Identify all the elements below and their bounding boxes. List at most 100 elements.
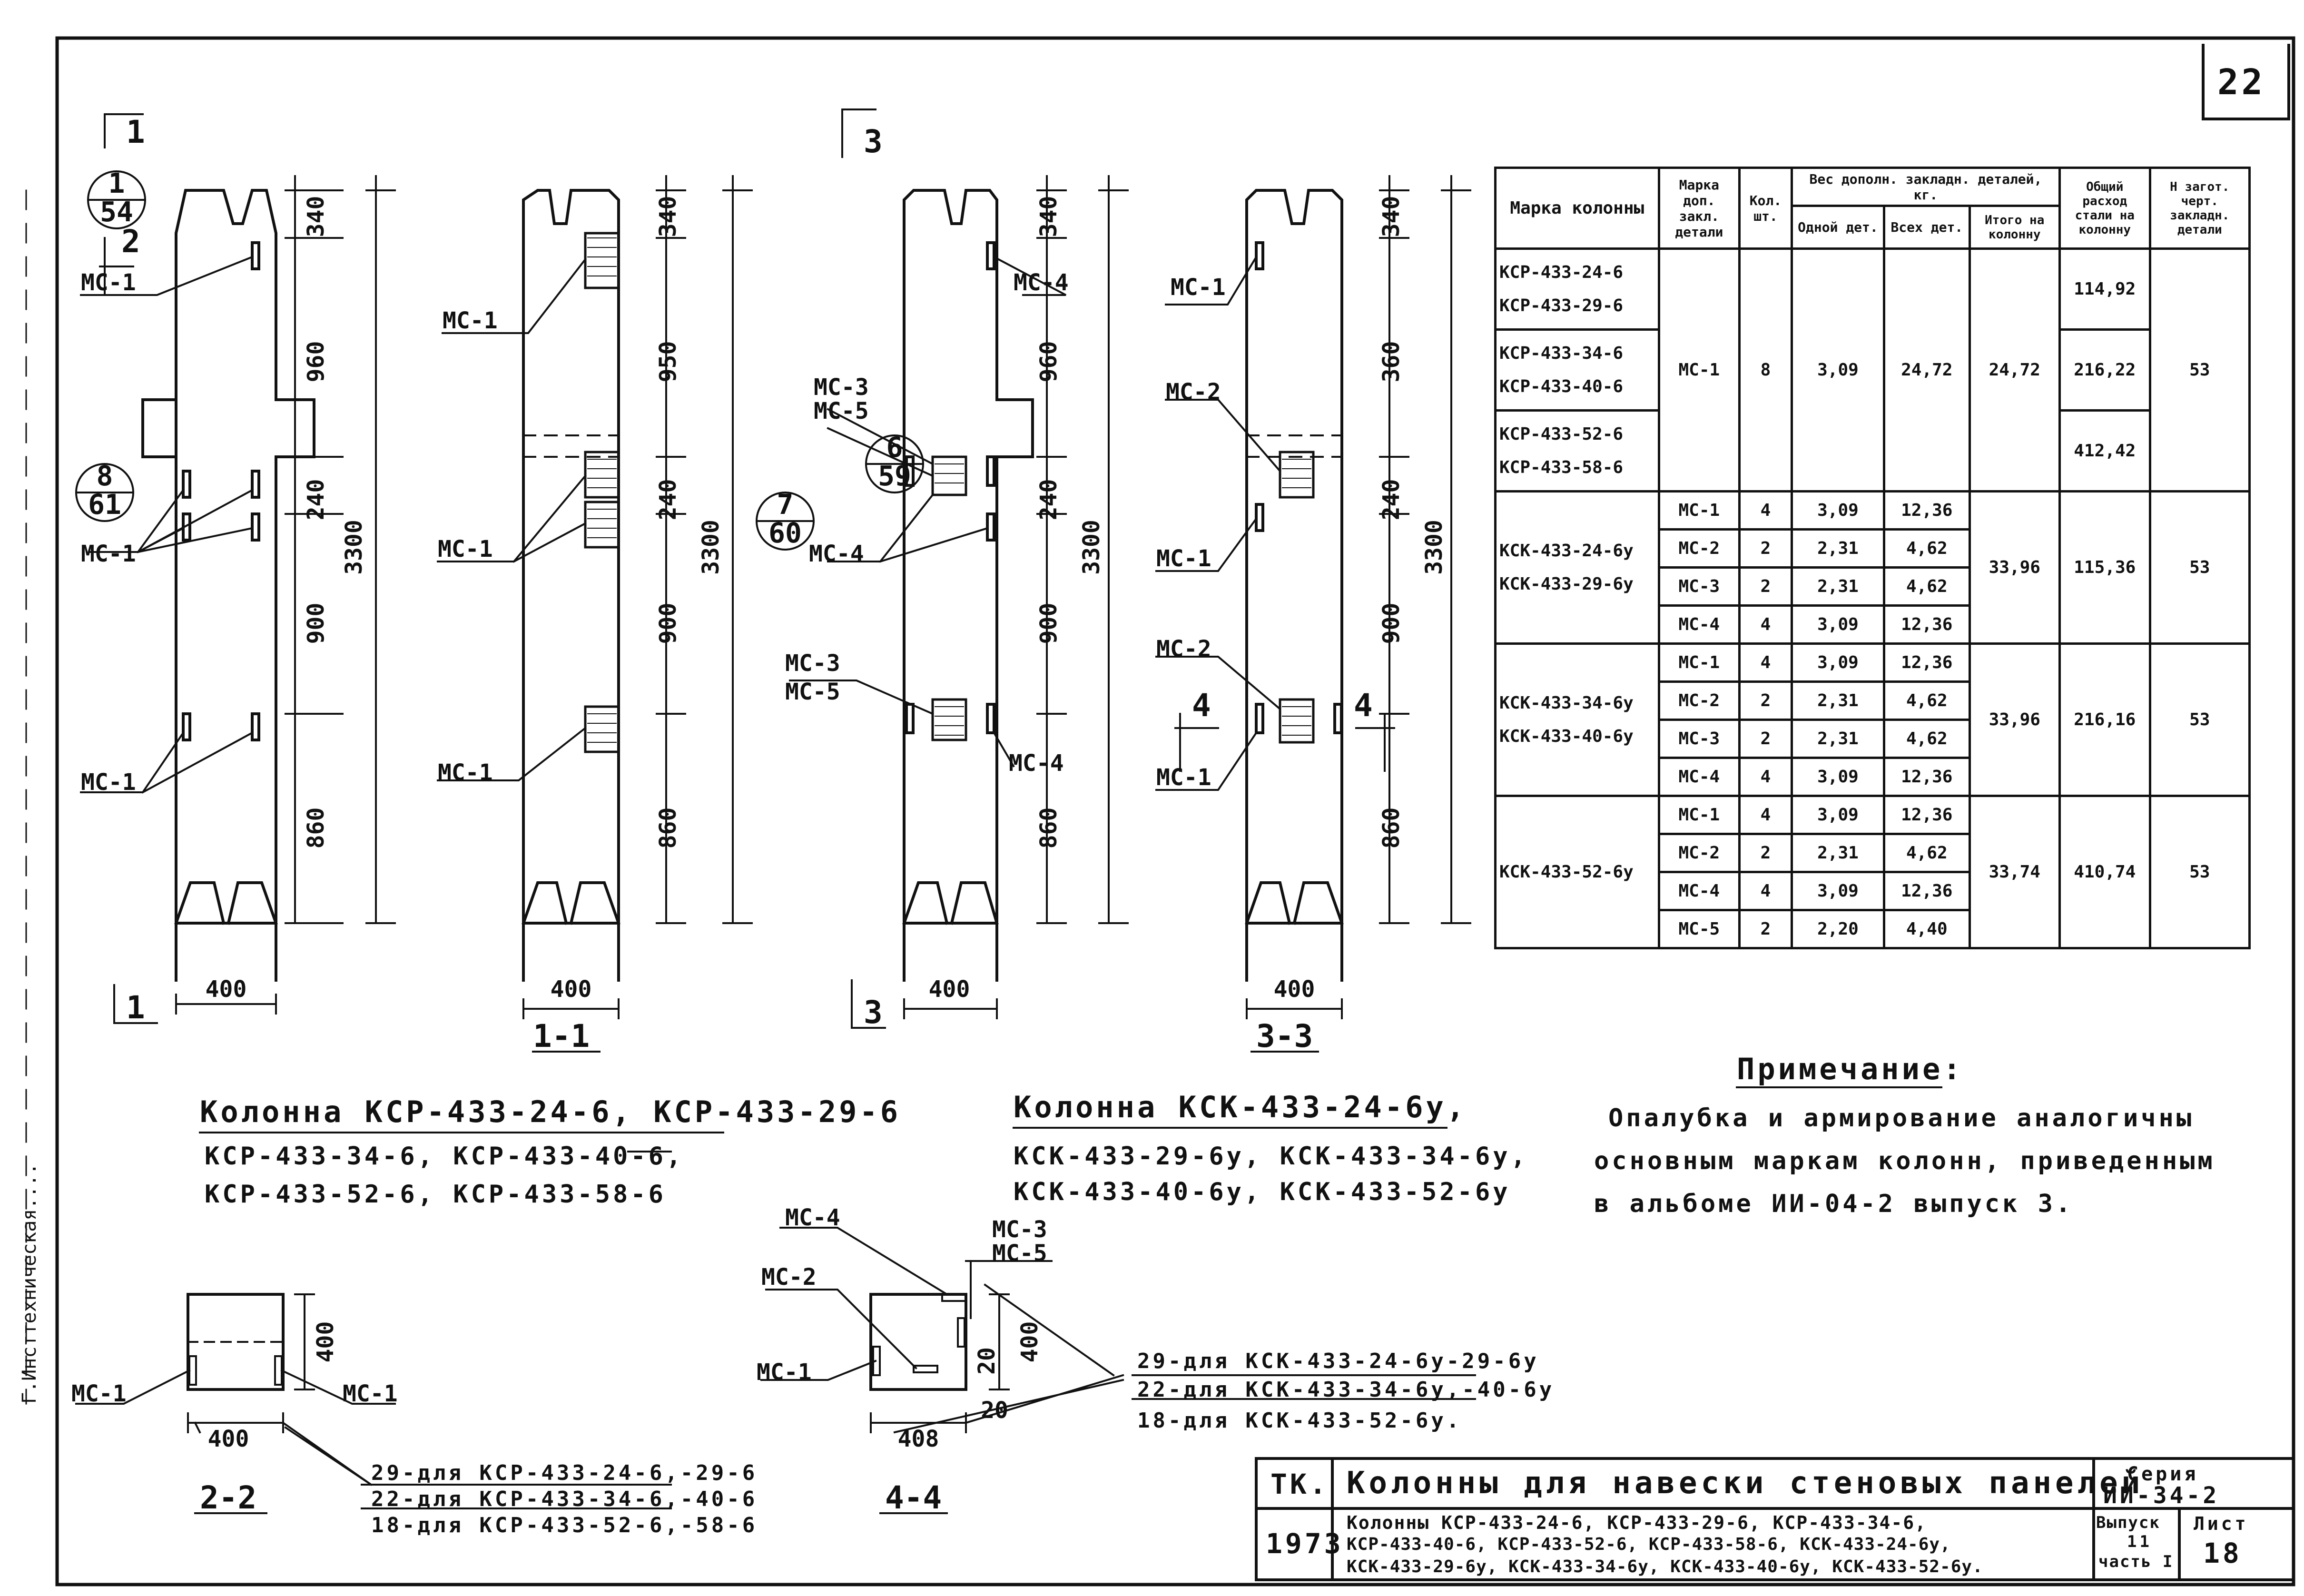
- dim-240: 240: [303, 479, 329, 521]
- label-mc1-s22-l: МС-1: [71, 1380, 127, 1407]
- note-line2: основным маркам колонн, приведенным: [1594, 1147, 2215, 1175]
- g3-mark-0: КСК-433-34-6у: [1499, 693, 1634, 713]
- section-mark-3-bottom: 3: [864, 994, 883, 1031]
- g1-total: 24,72: [1968, 247, 2061, 493]
- section-label-2-2: 2-2: [200, 1479, 256, 1516]
- caption-2-line2: КСК-433-29-6у, КСК-433-34-6у,: [1014, 1142, 1528, 1171]
- dim-950: 950: [655, 341, 681, 383]
- th-steel: Общий расход стали на колонну: [2058, 167, 2151, 250]
- circle-4-top: 7: [777, 488, 794, 521]
- g4-r0-qty: 4: [1738, 795, 1793, 835]
- note-title: Примечание:: [1737, 1052, 1964, 1086]
- title-block-sheet-label: Лист: [2194, 1513, 2249, 1534]
- dim-340: 340: [303, 196, 329, 237]
- g4-r3-one: 2,20: [1790, 909, 1886, 949]
- dim-3300-c: 3300: [1078, 520, 1105, 575]
- caption-1-line2: КСР-433-34-6, КСР-433-40-6,: [205, 1142, 684, 1171]
- section-mark-2: 2: [121, 223, 140, 260]
- dim-400-sec22: 400: [312, 1321, 339, 1363]
- circle-1-top: 1: [108, 167, 125, 199]
- label-mc2-a: МС-2: [1166, 379, 1221, 405]
- circle-3-top: 6: [886, 431, 903, 463]
- g3-r1-detail: МС-2: [1657, 680, 1741, 721]
- label-mc2-b: МС-2: [1156, 636, 1211, 662]
- g2-total: 33,96: [1968, 490, 2061, 645]
- dim-960: 960: [303, 341, 329, 383]
- sect44-note-1: 29-для КСК-433-24-6у-29-6у: [1137, 1349, 1539, 1373]
- title-block-title: Колонны для навески стеновых панелей: [1347, 1466, 2144, 1501]
- section-mark-4-left: 4: [1192, 687, 1211, 724]
- reference-circles: [75, 170, 924, 551]
- sect44-note-2: 22-для КСК-433-34-6у,-40-6у: [1137, 1378, 1555, 1402]
- circle-2-bottom: 61: [88, 488, 121, 521]
- g1-mark-3: КСР-433-40-6: [1499, 376, 1624, 396]
- g2-r2-one: 2,31: [1790, 566, 1886, 607]
- th-total: Итого на колонну: [1968, 205, 2061, 250]
- section-mark-1-bottom: 1: [126, 989, 145, 1026]
- section-2-2: [187, 1293, 285, 1391]
- dim-860-c: 860: [1035, 808, 1062, 849]
- circle-1-bottom: 54: [100, 196, 133, 228]
- g1-steel-2: 412,42: [2058, 409, 2151, 493]
- label-mc1-e: МС-1: [438, 536, 493, 562]
- g3-r0-detail: МС-1: [1657, 642, 1741, 683]
- title-block-year: 1973: [1266, 1527, 1344, 1560]
- g3-r0-qty: 4: [1738, 642, 1793, 683]
- label-mc5-a: МС-5: [814, 398, 869, 424]
- dim-408-s44: 408: [898, 1426, 939, 1452]
- g2-drawing: 53: [2148, 490, 2251, 645]
- label-mc1-f: МС-1: [438, 759, 493, 786]
- label-mc2-s44: МС-2: [761, 1264, 817, 1291]
- dim-400-c4: 400: [1274, 976, 1315, 1003]
- dim-400-s22: 400: [208, 1426, 249, 1452]
- sect22-note-2: 22-для КСР-433-34-6,-40-6: [371, 1487, 758, 1511]
- th-all: Всех дет.: [1883, 205, 1971, 250]
- title-block-issue-label: Выпуск: [2096, 1513, 2160, 1532]
- dim-240-d: 240: [1378, 479, 1405, 521]
- g4-r1-detail: МС-2: [1657, 833, 1741, 873]
- title-block-series-label: Серия: [2127, 1463, 2199, 1485]
- label-mc1-g: МС-1: [1171, 274, 1226, 301]
- th-drawing: Н загот. черт. закладн. детали: [2148, 167, 2251, 250]
- label-mc5-b: МС-5: [785, 679, 840, 705]
- g1-detail: МС-1: [1657, 247, 1741, 493]
- g2-r0-one: 3,09: [1790, 490, 1886, 531]
- g3-r3-detail: МС-4: [1657, 757, 1741, 797]
- column-4-elevation: [1245, 189, 1344, 982]
- dim-340-d: 340: [1378, 196, 1405, 237]
- g3-r2-one: 2,31: [1790, 719, 1886, 759]
- g3-drawing: 53: [2148, 642, 2251, 797]
- dim-20-b: 20: [981, 1397, 1008, 1424]
- g4-total: 33,74: [1968, 795, 2061, 949]
- th-one: Одной дет.: [1790, 205, 1886, 250]
- g3-steel: 216,16: [2058, 642, 2151, 797]
- section-label-4-4: 4-4: [885, 1479, 942, 1516]
- dim-960-c: 960: [1035, 341, 1062, 383]
- caption-1-title: Колонна КСР-433-24-6, КСР-433-29-6: [200, 1094, 901, 1129]
- g4-r1-one: 2,31: [1790, 833, 1886, 873]
- title-block-sheet: 18: [2203, 1537, 2242, 1569]
- label-mc3-s44: МС-3: [992, 1216, 1047, 1243]
- column-2-elevation: [522, 189, 620, 982]
- dim-240-b: 240: [655, 479, 681, 521]
- g1-qty: 8: [1738, 247, 1793, 493]
- g2-r1-detail: МС-2: [1657, 528, 1741, 569]
- dim-400-c1: 400: [206, 976, 247, 1003]
- g2-r1-all: 4,62: [1883, 528, 1971, 569]
- spec-table: Марка колонны Марка доп. закл. детали Ко…: [1494, 167, 2251, 949]
- g1-steel-1: 216,22: [2058, 328, 2151, 412]
- label-mc4-b: МС-4: [809, 541, 864, 567]
- circle-2-top: 8: [97, 460, 113, 492]
- g4-r3-qty: 2: [1738, 909, 1793, 949]
- g3-total: 33,96: [1968, 642, 2061, 797]
- g4-r0-detail: МС-1: [1657, 795, 1741, 835]
- section-mark-1-top: 1: [126, 114, 145, 150]
- note-line3: в альбоме ИИ-04-2 выпуск 3.: [1594, 1190, 2074, 1218]
- label-mc4-c: МС-4: [1009, 750, 1064, 777]
- column-1-elevation: [141, 189, 315, 982]
- section-label-1-1: 1-1: [533, 1018, 590, 1054]
- label-mc4-s44: МС-4: [785, 1204, 840, 1231]
